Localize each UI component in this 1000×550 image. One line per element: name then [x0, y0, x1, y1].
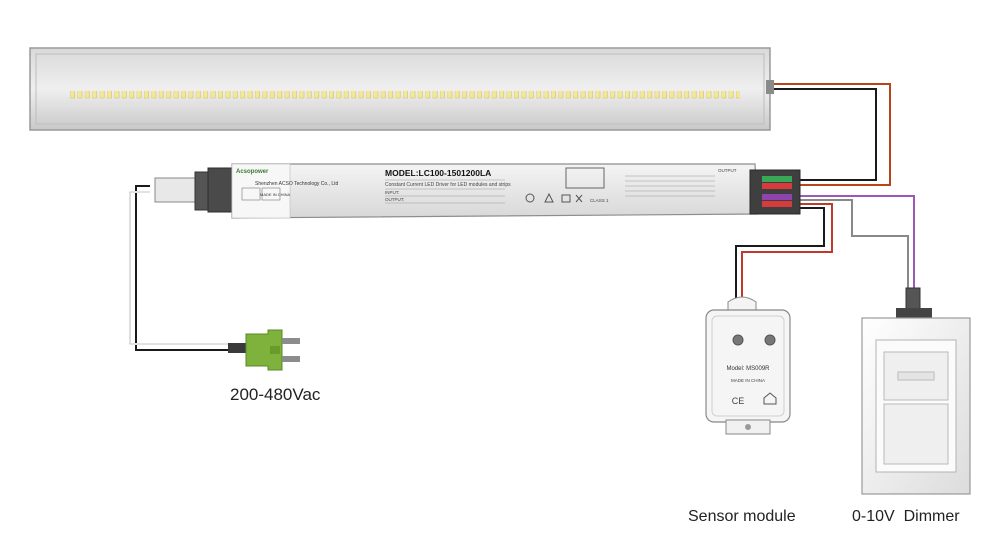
- panel-connector: [766, 80, 774, 94]
- led-row-top: [70, 74, 740, 82]
- driver-output-text: OUTPUT: [718, 168, 737, 173]
- sensor-wires: [735, 203, 833, 302]
- sensor-made-in: MADE IN CHINA: [731, 378, 765, 383]
- led-driver: Acsopower Shenzhen ACSO Technology Co., …: [154, 163, 801, 219]
- sensor-module: Model: MS009R MADE IN CHINA CE: [705, 296, 791, 435]
- driver-output-label: OUTPUT:: [385, 197, 404, 202]
- power-plug: [228, 329, 300, 371]
- sensor-caption: Sensor module: [688, 508, 796, 525]
- power-caption: 200-480Vac: [230, 385, 321, 404]
- dimmer-switch: [861, 287, 971, 495]
- driver-company: Shenzhen ACSO Technology Co., Ltd: [255, 181, 339, 187]
- led-row-bottom: [70, 91, 740, 99]
- power-input-wires: [129, 185, 238, 351]
- driver-made-in: MADE IN CHINA: [260, 192, 291, 197]
- driver-brand: Acsopower: [236, 169, 269, 175]
- driver-description: Constant Current LED Driver for LED modu…: [385, 182, 511, 188]
- driver-class: CLASS 1: [590, 198, 609, 203]
- indoor-icon: [763, 392, 777, 405]
- led-light-panel: [29, 47, 774, 131]
- dimmer-wires: [800, 195, 915, 290]
- dimmer-rocker: [883, 403, 949, 465]
- sensor-model: Model: MS009R: [726, 366, 770, 372]
- sensor-ce-mark: CE: [732, 396, 745, 406]
- certification-icons: [525, 192, 583, 203]
- panel-output-wires: [774, 83, 891, 186]
- dimmer-caption: 0-10V Dimmer: [852, 508, 960, 525]
- driver-input-label: INPUT:: [385, 190, 399, 195]
- driver-model: MODEL:LC100-1501200LA: [385, 168, 491, 178]
- driver-output-terminals: [762, 176, 792, 207]
